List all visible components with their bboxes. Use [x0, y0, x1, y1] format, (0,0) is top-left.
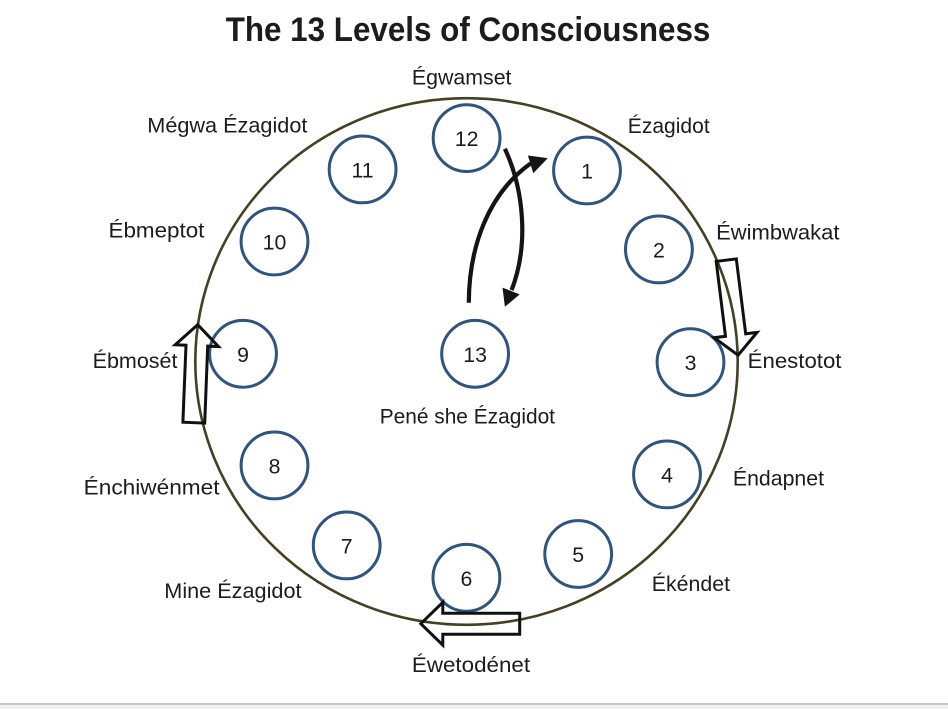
svg-text:Éwimbwakat: Éwimbwakat	[716, 222, 840, 245]
svg-text:Énchiwénmet: Énchiwénmet	[84, 477, 220, 500]
svg-text:9: 9	[237, 343, 249, 367]
svg-text:Mine Ézagidot: Mine Ézagidot	[164, 580, 301, 603]
svg-text:Ékéndet: Ékéndet	[652, 573, 730, 596]
svg-text:11: 11	[352, 158, 374, 182]
svg-text:6: 6	[460, 567, 472, 591]
svg-text:Ébmosét: Ébmosét	[93, 350, 178, 373]
svg-text:4: 4	[661, 463, 673, 487]
svg-text:Pené she Ézagidot: Pené she Ézagidot	[380, 405, 555, 428]
svg-text:Égwamset: Égwamset	[412, 67, 512, 90]
svg-text:The 13 Levels of Consciousness: The 13 Levels of Consciousness	[226, 11, 711, 49]
svg-text:8: 8	[269, 454, 281, 478]
svg-text:13: 13	[463, 343, 487, 367]
svg-text:1: 1	[581, 160, 593, 184]
svg-text:Éndapnet: Éndapnet	[733, 468, 824, 491]
svg-text:Mégwa Ézagidot: Mégwa Ézagidot	[147, 115, 307, 138]
svg-text:Ébmeptot: Ébmeptot	[109, 220, 205, 243]
svg-text:7: 7	[341, 534, 353, 558]
svg-text:Éwetodénet: Éwetodénet	[412, 654, 530, 677]
svg-text:10: 10	[263, 231, 287, 255]
svg-text:Ézagidot: Ézagidot	[628, 115, 710, 138]
svg-text:2: 2	[653, 238, 665, 262]
svg-text:12: 12	[455, 127, 479, 151]
svg-text:3: 3	[685, 351, 697, 375]
svg-text:5: 5	[572, 543, 584, 567]
svg-text:Énestotot: Énestotot	[748, 350, 842, 373]
